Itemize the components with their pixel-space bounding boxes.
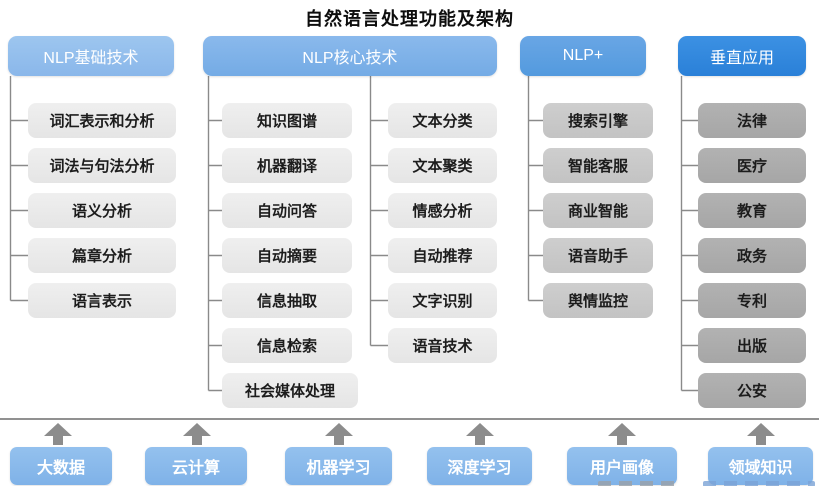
foundation-box: 大数据: [10, 447, 112, 485]
tree-node: 文字识别: [388, 283, 497, 318]
foundation-box: 用户画像: [567, 447, 677, 485]
up-arrow-icon: [44, 423, 72, 446]
watermark-fragment: [598, 481, 682, 486]
tree-node: 教育: [698, 193, 806, 228]
tree-node: 语义分析: [28, 193, 176, 228]
tree-node: 信息抽取: [222, 283, 352, 318]
watermark-fragment: [703, 481, 815, 486]
tree-node: 词汇表示和分析: [28, 103, 176, 138]
column-nlp-plus: 搜索引擎 智能客服 商业智能 语音助手 舆情监控: [543, 103, 653, 318]
tree-node: 社会媒体处理: [222, 373, 358, 408]
column-header-nlp-basic: NLP基础技术: [8, 36, 174, 76]
foundation-box: 机器学习: [285, 447, 392, 485]
separator-line: [0, 418, 819, 420]
up-arrow-icon: [325, 423, 353, 446]
column-vertical-apps: 法律 医疗 教育 政务 专利 出版 公安: [698, 103, 806, 408]
column-header-nlp-core: NLP核心技术: [203, 36, 497, 76]
tree-node: 智能客服: [543, 148, 653, 183]
tree-node: 出版: [698, 328, 806, 363]
tree-node: 商业智能: [543, 193, 653, 228]
tree-node: 情感分析: [388, 193, 497, 228]
tree-node: 自动问答: [222, 193, 352, 228]
up-arrow-icon: [183, 423, 211, 446]
foundation-box: 深度学习: [427, 447, 532, 485]
column-header-vertical-apps: 垂直应用: [678, 36, 806, 76]
tree-node: 语音技术: [388, 328, 497, 363]
tree-node: 文本聚类: [388, 148, 497, 183]
tree-node: 文本分类: [388, 103, 497, 138]
diagram-title: 自然语言处理功能及架构: [305, 9, 514, 29]
tree-node: 政务: [698, 238, 806, 273]
up-arrow-icon: [608, 423, 636, 446]
up-arrow-icon: [747, 423, 775, 446]
foundation-box: 领域知识: [708, 447, 813, 485]
tree-node: 语音助手: [543, 238, 653, 273]
tree-node: 自动摘要: [222, 238, 352, 273]
up-arrow-icon: [466, 423, 494, 446]
tree-node: 搜索引擎: [543, 103, 653, 138]
column-header-nlp-plus: NLP+: [520, 36, 646, 76]
tree-node: 机器翻译: [222, 148, 352, 183]
tree-node: 信息检索: [222, 328, 352, 363]
tree-node: 专利: [698, 283, 806, 318]
foundation-box: 云计算: [145, 447, 247, 485]
tree-node: 语言表示: [28, 283, 176, 318]
column-nlp-basic: 词汇表示和分析 词法与句法分析 语义分析 篇章分析 语言表示: [28, 103, 176, 318]
tree-node: 词法与句法分析: [28, 148, 176, 183]
column-nlp-core-right: 文本分类 文本聚类 情感分析 自动推荐 文字识别 语音技术: [388, 103, 497, 363]
tree-node: 医疗: [698, 148, 806, 183]
tree-node: 公安: [698, 373, 806, 408]
tree-node: 知识图谱: [222, 103, 352, 138]
tree-node: 法律: [698, 103, 806, 138]
tree-node: 自动推荐: [388, 238, 497, 273]
tree-node: 篇章分析: [28, 238, 176, 273]
column-nlp-core-left: 知识图谱 机器翻译 自动问答 自动摘要 信息抽取 信息检索 社会媒体处理: [222, 103, 358, 408]
tree-node: 舆情监控: [543, 283, 653, 318]
